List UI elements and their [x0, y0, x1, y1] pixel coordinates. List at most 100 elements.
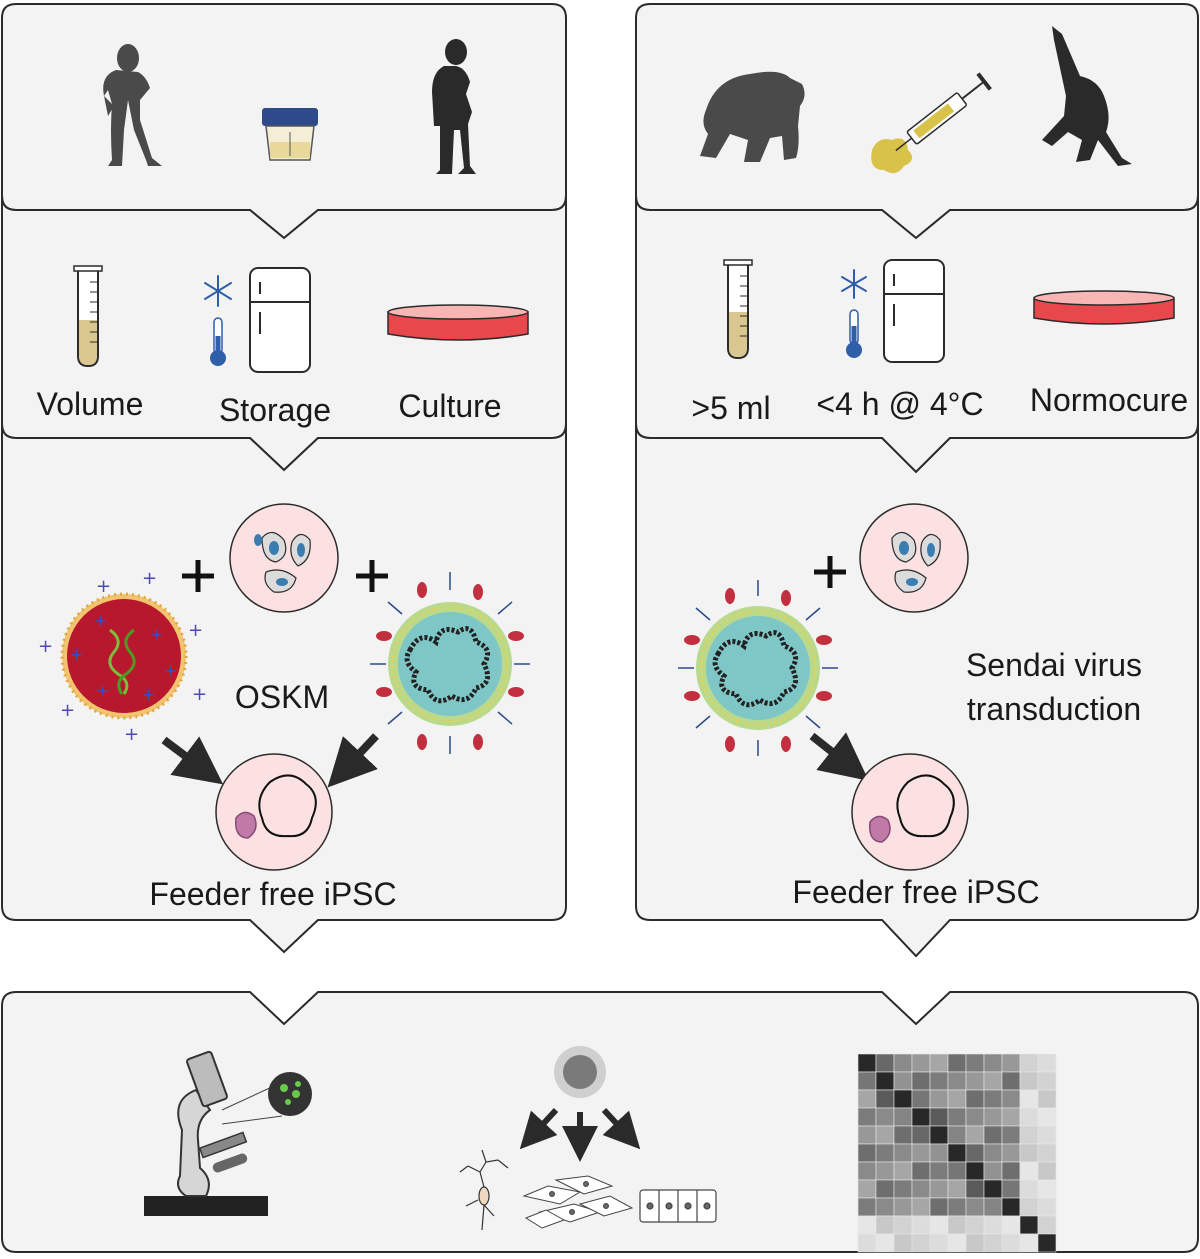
- heatmap-cell: [1019, 1197, 1039, 1217]
- heatmap-cell: [911, 1161, 931, 1181]
- heatmap-cell: [983, 1125, 1003, 1145]
- heatmap-cell: [875, 1161, 895, 1181]
- heatmap-cell: [893, 1215, 913, 1235]
- heatmap-cell: [983, 1071, 1003, 1091]
- heatmap-cell: [1037, 1089, 1057, 1109]
- heatmap-cell: [1001, 1197, 1021, 1217]
- left-culture-label: Culture: [398, 388, 502, 424]
- heatmap-cell: [965, 1125, 985, 1145]
- heatmap-cell: [911, 1125, 931, 1145]
- heatmap-cell: [1001, 1089, 1021, 1109]
- heatmap-cell: [1001, 1179, 1021, 1199]
- heatmap-cell: [947, 1071, 967, 1091]
- heatmap-cell: [983, 1107, 1003, 1127]
- heatmap-cell: [1019, 1071, 1039, 1091]
- plus-sign-left-2: [356, 560, 388, 592]
- stem-cell-icon: [554, 1046, 606, 1098]
- heatmap-cell: [983, 1179, 1003, 1199]
- snowflake-icon: [204, 275, 232, 307]
- svg-text:+: +: [164, 661, 177, 680]
- heatmap-cell: [857, 1089, 877, 1109]
- arrow-right-1: [809, 732, 869, 781]
- heatmap-cell: [893, 1125, 913, 1145]
- heatmap-cell: [929, 1233, 949, 1253]
- heatmap-cell: [875, 1053, 895, 1073]
- heatmap-cell: [965, 1215, 985, 1235]
- snowflake-icon-right: [841, 269, 867, 299]
- svg-text:+: +: [192, 684, 207, 705]
- heatmap-cell: [965, 1071, 985, 1091]
- heatmap-cell: [1037, 1143, 1057, 1163]
- microscope-icon: [144, 1050, 312, 1216]
- heatmap-cell: [1037, 1233, 1057, 1253]
- heatmap-cell: [1019, 1233, 1039, 1253]
- left-volume-label: Volume: [36, 386, 144, 422]
- right-result-label: Feeder free iPSC: [792, 874, 1040, 910]
- heatmap-cell: [875, 1089, 895, 1109]
- right-panel-reprogramming: [635, 423, 1199, 958]
- heatmap-cell: [1001, 1071, 1021, 1091]
- oskm-label: OSKM: [235, 679, 329, 715]
- heatmap-cell: [1037, 1179, 1057, 1199]
- heatmap-cell: [947, 1161, 967, 1181]
- correlation-heatmap-icon: [857, 1053, 1057, 1253]
- heatmap-cell: [929, 1071, 949, 1091]
- heatmap-cell: [875, 1107, 895, 1127]
- left-result-label: Feeder free iPSC: [149, 876, 397, 912]
- heatmap-cell: [983, 1143, 1003, 1163]
- ipsc-colony-icon: [215, 753, 333, 871]
- culture-dish-icon: [387, 304, 529, 341]
- svg-text:+: +: [94, 611, 107, 630]
- heatmap-cell: [1019, 1053, 1039, 1073]
- heatmap-cell: [983, 1233, 1003, 1253]
- heatmap-cell: [875, 1197, 895, 1217]
- heatmap-cell: [1001, 1143, 1021, 1163]
- heatmap-cell: [983, 1053, 1003, 1073]
- gorilla-silhouette-icon: [700, 71, 805, 162]
- heatmap-cell: [1001, 1161, 1021, 1181]
- heatmap-cell: [929, 1089, 949, 1109]
- heatmap-cell: [947, 1215, 967, 1235]
- plus-sign-left-1: [182, 560, 214, 592]
- test-tube-icon-right: [723, 259, 753, 360]
- heatmap-cell: [1037, 1107, 1057, 1127]
- left-storage-label: Storage: [218, 392, 332, 428]
- heatmap-cell: [947, 1179, 967, 1199]
- epithelial-cells-icon: [639, 1189, 717, 1223]
- heatmap-cell: [947, 1125, 967, 1145]
- heatmap-cell: [857, 1197, 877, 1217]
- sendai-label-line2: transduction: [967, 691, 1141, 727]
- heatmap-cell: [857, 1233, 877, 1253]
- heatmap-cell: [929, 1179, 949, 1199]
- right-storage-label: <4 h @ 4°C: [816, 386, 984, 422]
- heatmap-cell: [875, 1071, 895, 1091]
- heatmap-cell: [893, 1089, 913, 1109]
- heatmap-cell: [875, 1125, 895, 1145]
- heatmap-cell: [965, 1107, 985, 1127]
- heatmap-cell: [1001, 1107, 1021, 1127]
- plus-sign-right: [814, 556, 846, 588]
- heatmap-cell: [893, 1071, 913, 1091]
- culture-dish-icon-right: [1033, 290, 1175, 325]
- heatmap-cell: [965, 1089, 985, 1109]
- heatmap-cell: [911, 1143, 931, 1163]
- fridge-icon: [249, 267, 311, 373]
- heatmap-cell: [1019, 1215, 1039, 1235]
- heatmap-cell: [983, 1197, 1003, 1217]
- heatmap-cell: [911, 1089, 931, 1109]
- heatmap-cell: [1001, 1053, 1021, 1073]
- chimpanzee-silhouette-icon: [1042, 26, 1132, 166]
- heatmap-cell: [875, 1215, 895, 1235]
- heatmap-cell: [893, 1179, 913, 1199]
- svg-text:+: +: [142, 685, 155, 704]
- cell-circle-icon-right: [859, 503, 969, 613]
- heatmap-cell: [1019, 1143, 1039, 1163]
- heatmap-cell: [1001, 1215, 1021, 1235]
- fridge-icon-right: [883, 259, 945, 363]
- heatmap-cell: [947, 1053, 967, 1073]
- heatmap-cell: [893, 1161, 913, 1181]
- heatmap-cell: [875, 1179, 895, 1199]
- heatmap-cell: [929, 1053, 949, 1073]
- test-tube-icon: [73, 265, 103, 368]
